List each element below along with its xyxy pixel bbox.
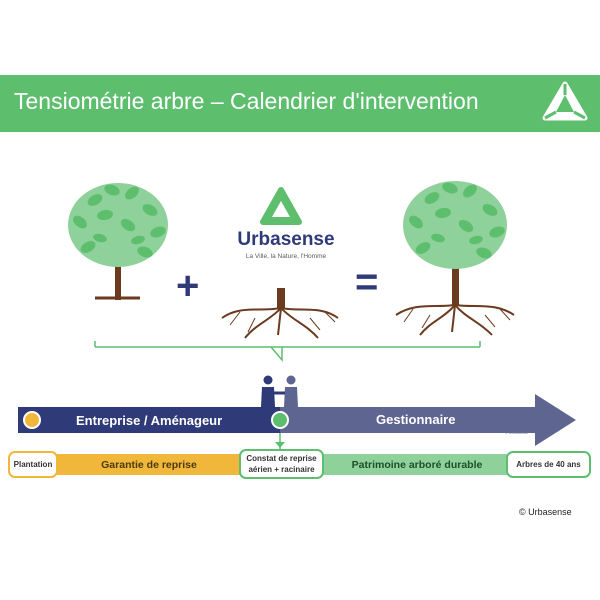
plus-sign: + [176, 264, 200, 308]
plantation-marker [23, 411, 41, 429]
constat-line1: Constat de reprise [246, 454, 317, 463]
roots-icon [221, 288, 339, 339]
brand-tagline: La Ville, la Nature, l'Homme [245, 253, 327, 260]
bracket-callout [94, 341, 481, 363]
urbasense-brand-logo-icon [260, 187, 302, 225]
constat-line2: aérien + racinaire [248, 465, 315, 474]
page-title: Tensiométrie arbre – Calendrier d'interv… [14, 88, 479, 114]
tree-with-roots-icon [395, 181, 515, 336]
title-banner: Tensiométrie arbre – Calendrier d'interv… [0, 75, 600, 132]
tree-icon [68, 183, 168, 300]
footer-copyright: © Urbasense [519, 507, 572, 517]
urbasense-triangle-logo-icon [542, 81, 588, 121]
garantie-bar: Garantie de reprise [56, 454, 242, 475]
patrimoine-bar: Patrimoine arboré durable [322, 454, 512, 475]
constat-box: Constat de reprise aérien + racinaire [239, 449, 324, 479]
arbres-box: Arbres de 40 ans [506, 451, 591, 478]
equals-sign: = [355, 260, 379, 304]
timeline-right-segment [280, 394, 576, 446]
timeline-left-segment [18, 407, 280, 433]
plantation-box: Plantation [8, 451, 58, 478]
segment-left-label: Entreprise / Aménageur [76, 413, 223, 428]
arrow-copyright: © Urbasense [505, 430, 529, 435]
handshake-icon [261, 375, 298, 407]
segment-right-label: Gestionnaire [376, 412, 456, 427]
brand-name: Urbasense [237, 229, 335, 250]
reprise-marker [271, 411, 289, 429]
